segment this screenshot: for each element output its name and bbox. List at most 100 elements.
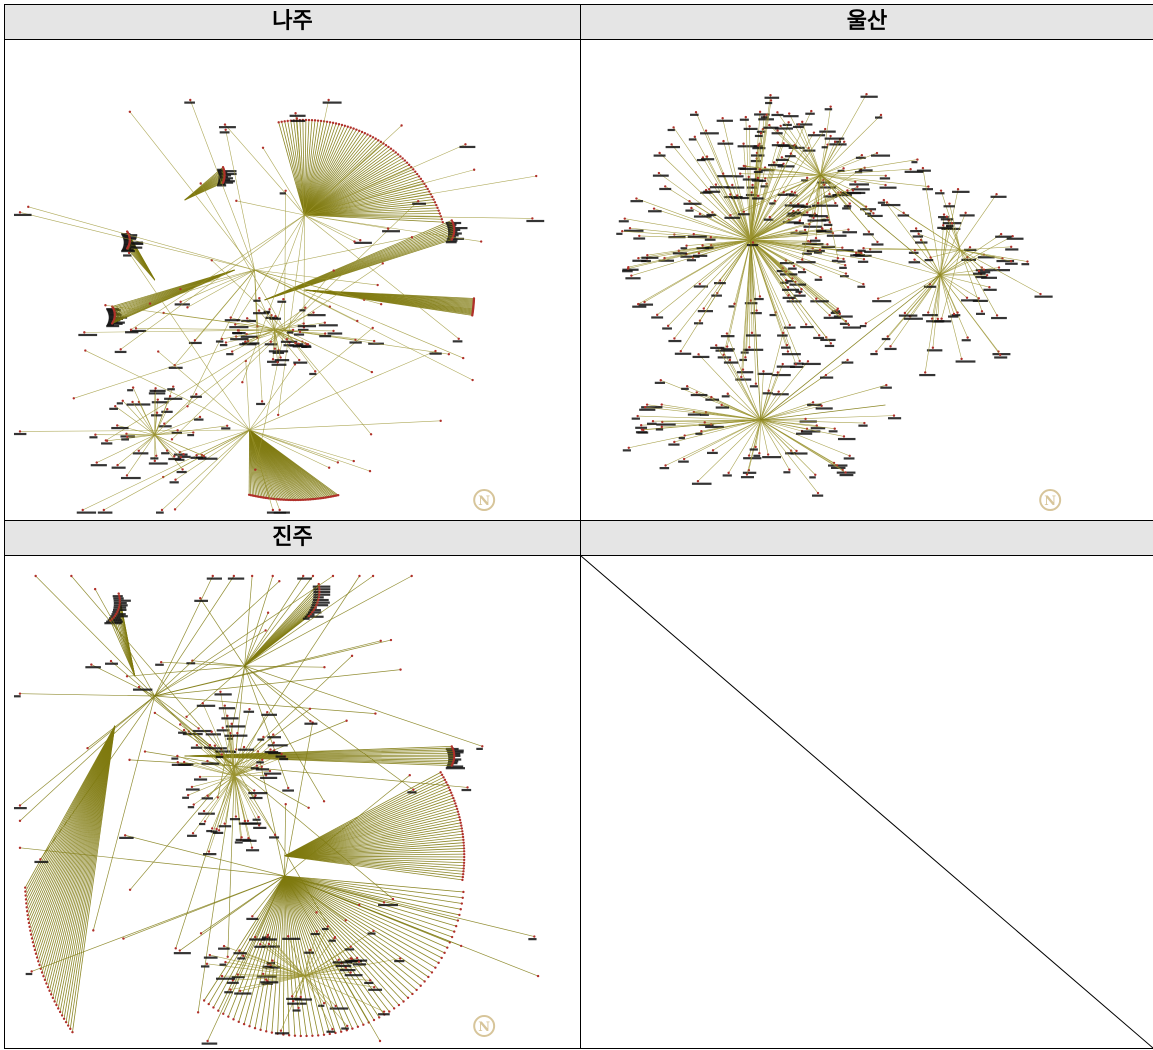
network-node: [283, 120, 286, 123]
network-node: [410, 574, 413, 578]
network-edge: [940, 274, 958, 313]
node-label-mark: [187, 834, 197, 837]
network-node: [195, 454, 198, 457]
network-edge: [752, 174, 821, 243]
node-label-mark: [254, 945, 265, 948]
network-node: [692, 232, 695, 236]
network-node: [453, 229, 456, 233]
network-edge: [154, 580, 280, 697]
network-edge: [697, 419, 761, 482]
node-label-mark: [857, 249, 866, 252]
network-edge: [750, 239, 802, 290]
node-label-mark: [111, 426, 129, 430]
network-edge: [249, 429, 280, 511]
network-node: [447, 786, 451, 789]
network-node: [443, 778, 447, 782]
network-edge: [698, 354, 761, 421]
node-label-mark: [860, 95, 878, 98]
node-label-mark: [777, 334, 788, 337]
network-edge: [801, 121, 821, 176]
node-label-mark: [200, 965, 210, 968]
node-label-mark: [739, 167, 757, 171]
network-edge: [878, 274, 941, 299]
network-node: [271, 574, 274, 578]
network-node: [232, 574, 236, 578]
network-node: [195, 392, 198, 396]
node-label-mark: [368, 988, 383, 991]
node-label-mark: [789, 194, 798, 197]
node-label-mark: [238, 748, 255, 751]
network-edge: [940, 220, 949, 276]
network-node: [776, 141, 779, 144]
network-node: [331, 121, 335, 125]
node-label-mark: [782, 296, 796, 299]
node-label-mark: [293, 361, 308, 364]
network-node: [828, 314, 831, 317]
network-node: [213, 744, 217, 747]
network-node: [379, 639, 382, 643]
network-node: [400, 124, 403, 127]
network-node: [372, 1018, 376, 1022]
network-node: [352, 459, 355, 463]
network-edge: [284, 329, 373, 373]
node-label-mark: [995, 235, 1012, 238]
network-edge: [284, 875, 463, 899]
network-node: [26, 913, 29, 917]
node-label-mark: [786, 300, 802, 303]
network-node: [913, 258, 916, 261]
network-edge: [932, 274, 941, 348]
node-label-mark: [112, 610, 121, 614]
node-label-mark: [838, 143, 847, 146]
network-node: [224, 960, 227, 964]
network-edge: [249, 364, 296, 431]
network-node: [206, 1039, 209, 1043]
network-edge: [284, 795, 453, 857]
network-edge: [760, 363, 783, 421]
network-node: [750, 331, 754, 335]
network-node: [804, 417, 807, 421]
network-node: [92, 929, 95, 932]
network-node: [856, 185, 859, 188]
network-edge: [750, 184, 753, 241]
network-node: [299, 1034, 302, 1038]
network-edge: [750, 239, 788, 346]
node-label-mark: [187, 434, 195, 437]
node-label-mark: [263, 310, 271, 314]
node-label-mark: [194, 778, 208, 781]
node-label-mark: [771, 373, 791, 377]
network-node: [328, 1032, 331, 1036]
network-edge: [820, 106, 831, 176]
network-node: [421, 180, 424, 183]
node-label-mark: [637, 431, 649, 434]
network-edge: [274, 329, 281, 358]
node-label-mark: [345, 960, 361, 963]
network-node: [867, 230, 871, 233]
node-label-mark: [238, 822, 258, 825]
network-node: [419, 984, 422, 987]
node-label-mark: [34, 860, 49, 864]
node-label-mark: [904, 170, 924, 173]
node-label-mark: [246, 917, 259, 921]
node-label-mark: [218, 825, 232, 828]
network-node: [24, 898, 28, 901]
network-edge: [293, 120, 305, 216]
network-edge: [304, 125, 346, 216]
network-edge: [304, 199, 434, 216]
network-node: [1009, 245, 1013, 249]
node-label-mark: [795, 290, 803, 293]
node-label-mark: [850, 254, 857, 257]
network-edge: [19, 693, 155, 697]
node-label-mark: [723, 361, 739, 364]
node-label-mark: [961, 299, 979, 302]
network-node: [302, 322, 305, 325]
network-edge: [760, 361, 809, 421]
network-edge: [940, 254, 985, 276]
network-node: [481, 745, 484, 748]
network-node: [379, 140, 383, 144]
network-edge: [304, 134, 368, 216]
node-label-mark: [707, 451, 718, 455]
network-edge: [304, 176, 420, 216]
network-edge: [284, 875, 421, 987]
network-edge: [304, 144, 387, 216]
network-edge: [734, 239, 751, 304]
